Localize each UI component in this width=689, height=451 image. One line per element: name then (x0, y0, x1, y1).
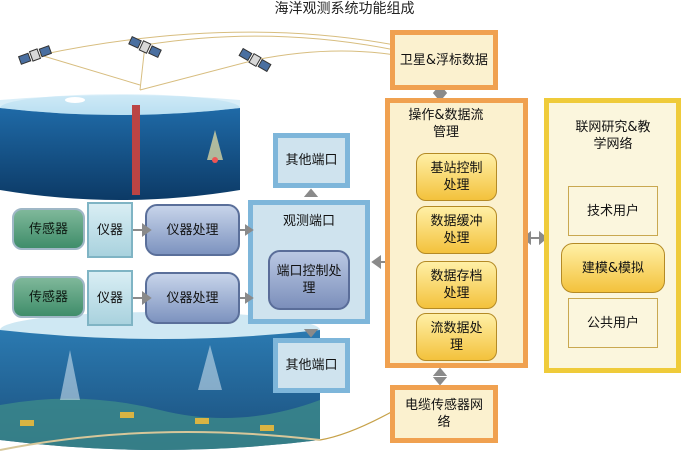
other-port-bottom: 其他端口 (273, 338, 350, 393)
cable-sensor-network-box: 电缆传感器网络 (390, 385, 498, 443)
mooring-line (132, 105, 140, 195)
research-education-label: 联网研究&教学网络 (575, 120, 651, 152)
research-education-network-box: 联网研究&教学网络 技术用户 建模&模拟 公共用户 (544, 98, 681, 373)
modeling-simulation-box: 建模&模拟 (561, 243, 665, 293)
sonar-beam-icon (207, 130, 223, 160)
sensor-box-1: 传感器 (12, 208, 85, 250)
buoy-icon (65, 97, 85, 103)
seafloor-cable (0, 431, 321, 451)
port-control-box: 端口控制处理 (268, 250, 350, 310)
instrument-processing-box-1: 仪器处理 (145, 204, 240, 256)
operations-dataflow-box: 操作&数据流管理 基站控制处理 数据缓冲处理 数据存档处理 流数据处理 (385, 98, 528, 368)
sonar-beam-icon (60, 350, 80, 400)
satellite-buoy-data-box: 卫星&浮标数据 (390, 30, 498, 90)
upper-ocean-block (0, 94, 240, 200)
seafloor-block (0, 312, 321, 451)
sonar-beam-icon (198, 345, 222, 390)
ocean-illustration (0, 31, 396, 451)
public-user-box: 公共用户 (568, 298, 658, 348)
operations-dataflow-label: 操作&数据流管理 (408, 108, 484, 140)
stream-data-box: 流数据处理 (416, 313, 497, 361)
satellite-icon (17, 45, 53, 65)
satellite-icon (128, 35, 162, 59)
observation-port-box: 观测端口 端口控制处理 (248, 200, 370, 324)
instrument-box-1: 仪器 (87, 202, 133, 258)
sensor-box-2: 传感器 (12, 276, 85, 318)
data-buffer-box: 数据缓冲处理 (416, 206, 497, 254)
cable-link-line (319, 409, 396, 441)
base-station-control-box: 基站控制处理 (416, 153, 497, 201)
other-port-top: 其他端口 (273, 133, 350, 188)
satellite-link-lines (39, 31, 396, 91)
data-archive-box: 数据存档处理 (416, 261, 497, 309)
observation-port-label: 观测端口 (282, 213, 335, 229)
instrument-box-2: 仪器 (87, 270, 133, 326)
instrument-processing-box-2: 仪器处理 (145, 272, 240, 324)
satellite-icon (238, 47, 272, 73)
page-title: 海洋观测系统功能组成 (274, 1, 415, 17)
tech-user-box: 技术用户 (568, 186, 658, 236)
